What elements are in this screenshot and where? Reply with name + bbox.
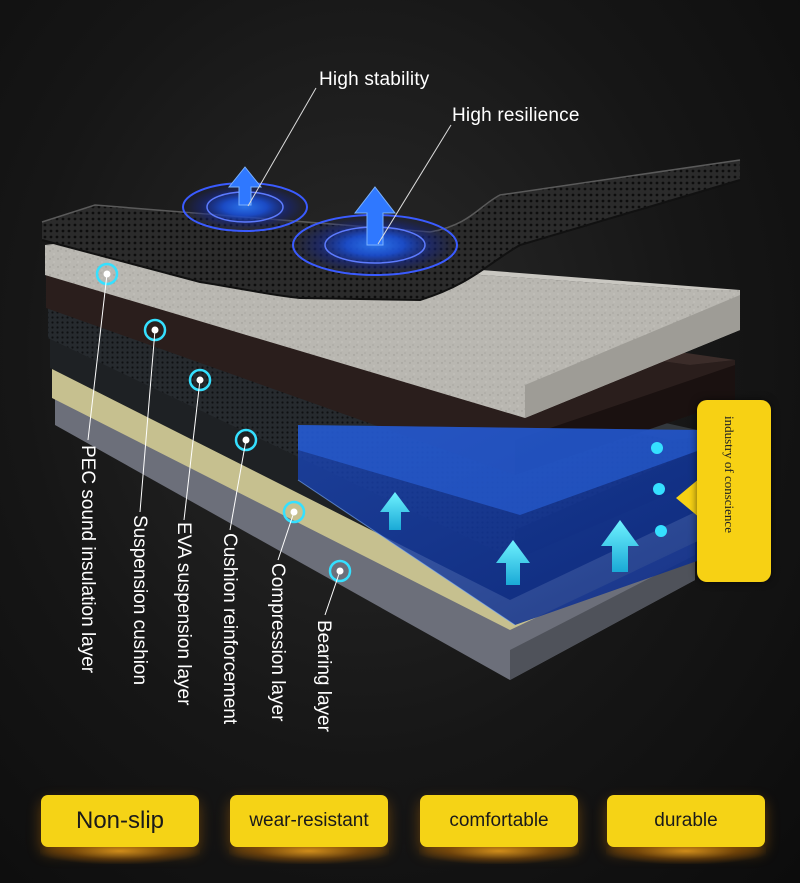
layer-label-pec: PEC sound insulation layer	[77, 445, 98, 674]
layer-label-suspension-cushion: Suspension cushion	[129, 515, 150, 686]
layer-label-compression: Compression layer	[267, 563, 288, 722]
side-tag: industry of conscience	[697, 400, 771, 582]
feature-badge-wear-resistant: wear-resistant	[230, 795, 388, 847]
edge-dot-1	[651, 442, 663, 454]
callout-high-resilience: High resilience	[452, 105, 580, 126]
up-arrow-icon-2	[496, 540, 530, 585]
up-arrow-icon-3	[601, 520, 639, 572]
layer-label-cushion-reinforcement: Cushion reinforcement	[219, 533, 240, 725]
feature-badge-durable: durable	[607, 795, 765, 847]
edge-dot-3	[655, 525, 667, 537]
layer-label-eva: EVA suspension layer	[173, 522, 194, 706]
feature-label-wear-resistant: wear-resistant	[249, 810, 369, 831]
layer-label-bearing: Bearing layer	[313, 620, 334, 732]
feature-badge-comfortable: comfortable	[420, 795, 578, 847]
feature-label-comfortable: comfortable	[449, 810, 549, 831]
edge-dot-2	[653, 483, 665, 495]
callout-high-stability: High stability	[319, 69, 430, 90]
feature-label-durable: durable	[654, 810, 718, 831]
layer-markers	[87, 262, 352, 616]
side-tag-pointer	[676, 478, 700, 518]
up-arrow-icon-resilience	[353, 186, 397, 246]
feature-label-non-slip: Non-slip	[75, 807, 165, 834]
feature-badge-non-slip: Non-slip	[41, 795, 199, 847]
up-arrow-icon-1	[380, 492, 410, 530]
side-tag-text: industry of conscience	[722, 416, 737, 533]
